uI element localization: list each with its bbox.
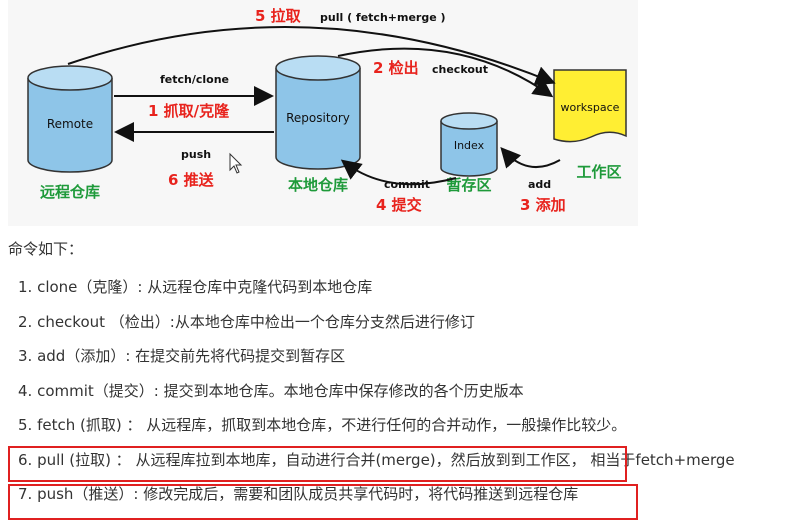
- add-label: add: [528, 178, 551, 191]
- index-caption: 暂存区: [446, 176, 491, 194]
- command-item-add: 3. add（添加）: 在提交前先将代码提交到暂存区: [18, 347, 346, 365]
- checkout-step: 2 检出: [373, 59, 419, 77]
- remote-label: Remote: [47, 117, 93, 131]
- commit-label: commit: [384, 178, 430, 191]
- diagram-canvas: Remote 远程仓库 Repository 本地仓库 Index 暂存区 wo…: [27, 7, 627, 214]
- push-label: push: [181, 148, 211, 161]
- remote-node: Remote 远程仓库: [27, 65, 113, 201]
- pull-label: pull ( fetch+merge ): [320, 11, 446, 24]
- repository-caption: 本地仓库: [288, 176, 348, 194]
- index-label: Index: [454, 139, 485, 152]
- push-step: 6 推送: [168, 171, 215, 189]
- command-item-clone: 1. clone（克隆）: 从远程仓库中克隆代码到本地仓库: [18, 278, 373, 296]
- repository-node: Repository 本地仓库: [275, 55, 361, 194]
- pull-arrow: [67, 26, 556, 86]
- workspace-caption: 工作区: [576, 163, 621, 181]
- command-item-commit: 4. commit（提交）: 提交到本地仓库。本地仓库中保存修改的各个历史版本: [18, 381, 524, 400]
- checkout-label: checkout: [432, 63, 488, 76]
- clone-label: fetch/clone: [160, 73, 229, 86]
- commands-title: 命令如下：: [8, 240, 84, 258]
- commands-list: 1. clone（克隆）: 从远程仓库中克隆代码到本地仓库 2. checkou…: [18, 270, 793, 512]
- command-item-pull: 6. pull (拉取) ： 从远程库拉到本地库，自动进行合并(merge)，然…: [18, 450, 735, 469]
- commit-arrow: [340, 159, 457, 186]
- commit-step: 4 提交: [376, 196, 422, 214]
- add-arrow: [500, 147, 561, 169]
- workspace-label: workspace: [561, 101, 620, 114]
- command-item-fetch: 5. fetch (抓取) ： 从远程库，抓取到本地仓库，不进行任何的合并动作，…: [18, 416, 627, 434]
- git-workflow-diagram: Remote 远程仓库 Repository 本地仓库 Index 暂存区 wo…: [8, 0, 638, 226]
- checkout-arrow: [337, 47, 554, 98]
- command-item-checkout: 2. checkout （检出）:从本地仓库中检出一个仓库分支然后进行修订: [18, 312, 475, 331]
- repository-label: Repository: [286, 111, 350, 125]
- add-step: 3 添加: [520, 196, 566, 214]
- mouse-cursor-icon: [229, 152, 243, 174]
- pull-step: 5 拉取: [255, 7, 302, 25]
- clone-step: 1 抓取/克隆: [148, 102, 230, 120]
- command-item-push: 7. push（推送）: 修改完成后，需要和团队成员共享代码时，将代码推送到远程…: [18, 485, 579, 503]
- workspace-node: workspace 工作区: [553, 69, 627, 181]
- remote-caption: 远程仓库: [40, 183, 100, 201]
- index-node: Index 暂存区: [440, 112, 498, 194]
